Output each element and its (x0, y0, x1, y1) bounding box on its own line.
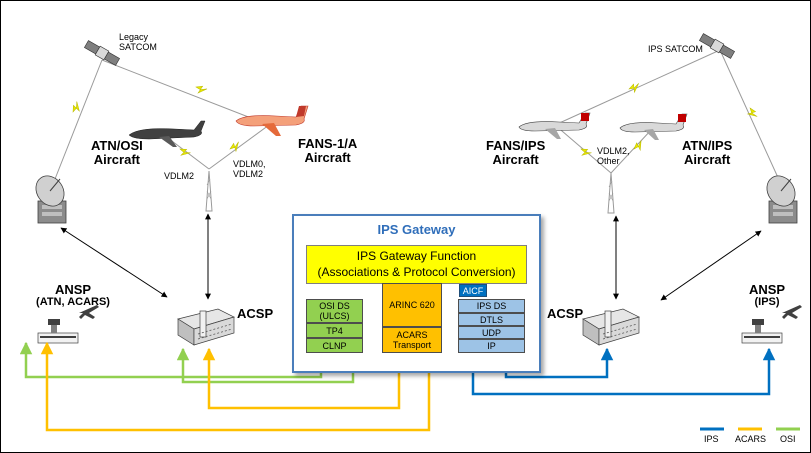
dtls-layer: DTLS (458, 313, 525, 326)
clnp-layer: CLNP (306, 338, 363, 353)
atn-osi-aircraft-icon (128, 120, 206, 147)
ansp-right-plane-icon (782, 305, 802, 319)
vdl-mast-right-icon (607, 172, 615, 214)
fans-ips-aircraft-label: FANS/IPS Aircraft (486, 138, 546, 168)
acsp-left-label: ACSP (237, 306, 274, 321)
black-links (60, 213, 762, 301)
acars-stack: ARINC 620 ACARS Transport (382, 283, 442, 353)
ip-layer: IP (458, 339, 525, 353)
acars-links (40, 341, 431, 432)
ansp-left-title: ANSP (54, 282, 92, 297)
ansp-right-subtitle: (IPS) (754, 296, 780, 308)
ground-dish-right-icon (760, 169, 802, 224)
acsp-right-label: ACSP (547, 306, 584, 321)
legacy-satcom-label: Legacy SATCOM (119, 32, 157, 52)
osi-ds-layer: OSI DS (ULCS) (306, 299, 363, 323)
legend-acars-label: ACARS (735, 434, 767, 444)
udp-layer: UDP (458, 326, 525, 339)
fans1a-aircraft-icon (235, 105, 309, 136)
fans-ips-aircraft-icon (518, 112, 591, 139)
signal-bolts (70, 82, 759, 160)
atn-ips-aircraft-label: ATN/IPS Aircraft (682, 138, 733, 168)
gateway-title: IPS Gateway (377, 222, 456, 237)
ground-dish-left-icon (29, 169, 71, 224)
acsp-right-building-icon (582, 308, 640, 346)
ansp-left-subtitle: (ATN, ACARS) (36, 296, 110, 308)
ips-stack: AICF IPS DS DTLS UDP IP (458, 284, 525, 353)
gateway-function-line1: IPS Gateway Function (356, 249, 477, 263)
acsp-left-building-icon (177, 308, 235, 346)
ips-satellite-icon (699, 33, 735, 59)
ansp-right-title: ANSP (748, 282, 786, 297)
acars-transport-layer: ACARS Transport (382, 327, 442, 353)
ansp-left-plane-icon (79, 305, 99, 319)
legend-osi-label: OSI (780, 434, 796, 444)
arinc-620-layer: ARINC 620 (382, 283, 442, 327)
ips-satcom-label: IPS SATCOM (648, 44, 703, 54)
atn-ips-aircraft-icon (619, 113, 688, 140)
vdlm2-other-label: VDLM2, Other (597, 146, 630, 166)
tp4-layer: TP4 (306, 323, 363, 338)
radio-links (54, 49, 781, 183)
ansp-left-tower-icon (37, 318, 79, 344)
ips-gateway-box: IPS Gateway IPS Gateway Function (Associ… (292, 214, 541, 373)
fans1a-aircraft-label: FANS-1/A Aircraft (298, 136, 358, 166)
ips-ds-layer: IPS DS (458, 299, 525, 313)
gateway-function-box: IPS Gateway Function (Associations & Pro… (306, 245, 527, 284)
gateway-function-line2: (Associations & Protocol Conversion) (317, 265, 516, 279)
vdl-mast-left-icon (205, 170, 213, 212)
vdlm2-left-label: VDLM2 (164, 171, 195, 181)
legend-ips-label: IPS (704, 434, 719, 444)
ansp-right-tower-icon (741, 318, 783, 344)
vdlm0-vdlm2-label: VDLM0, VDLM2 (233, 159, 266, 179)
aicf-block: AICF (459, 284, 487, 297)
legacy-satellite-icon (84, 40, 120, 66)
osi-stack: OSI DS (ULCS) TP4 CLNP (306, 299, 363, 353)
atn-osi-aircraft-label: ATN/OSI Aircraft (91, 138, 143, 168)
